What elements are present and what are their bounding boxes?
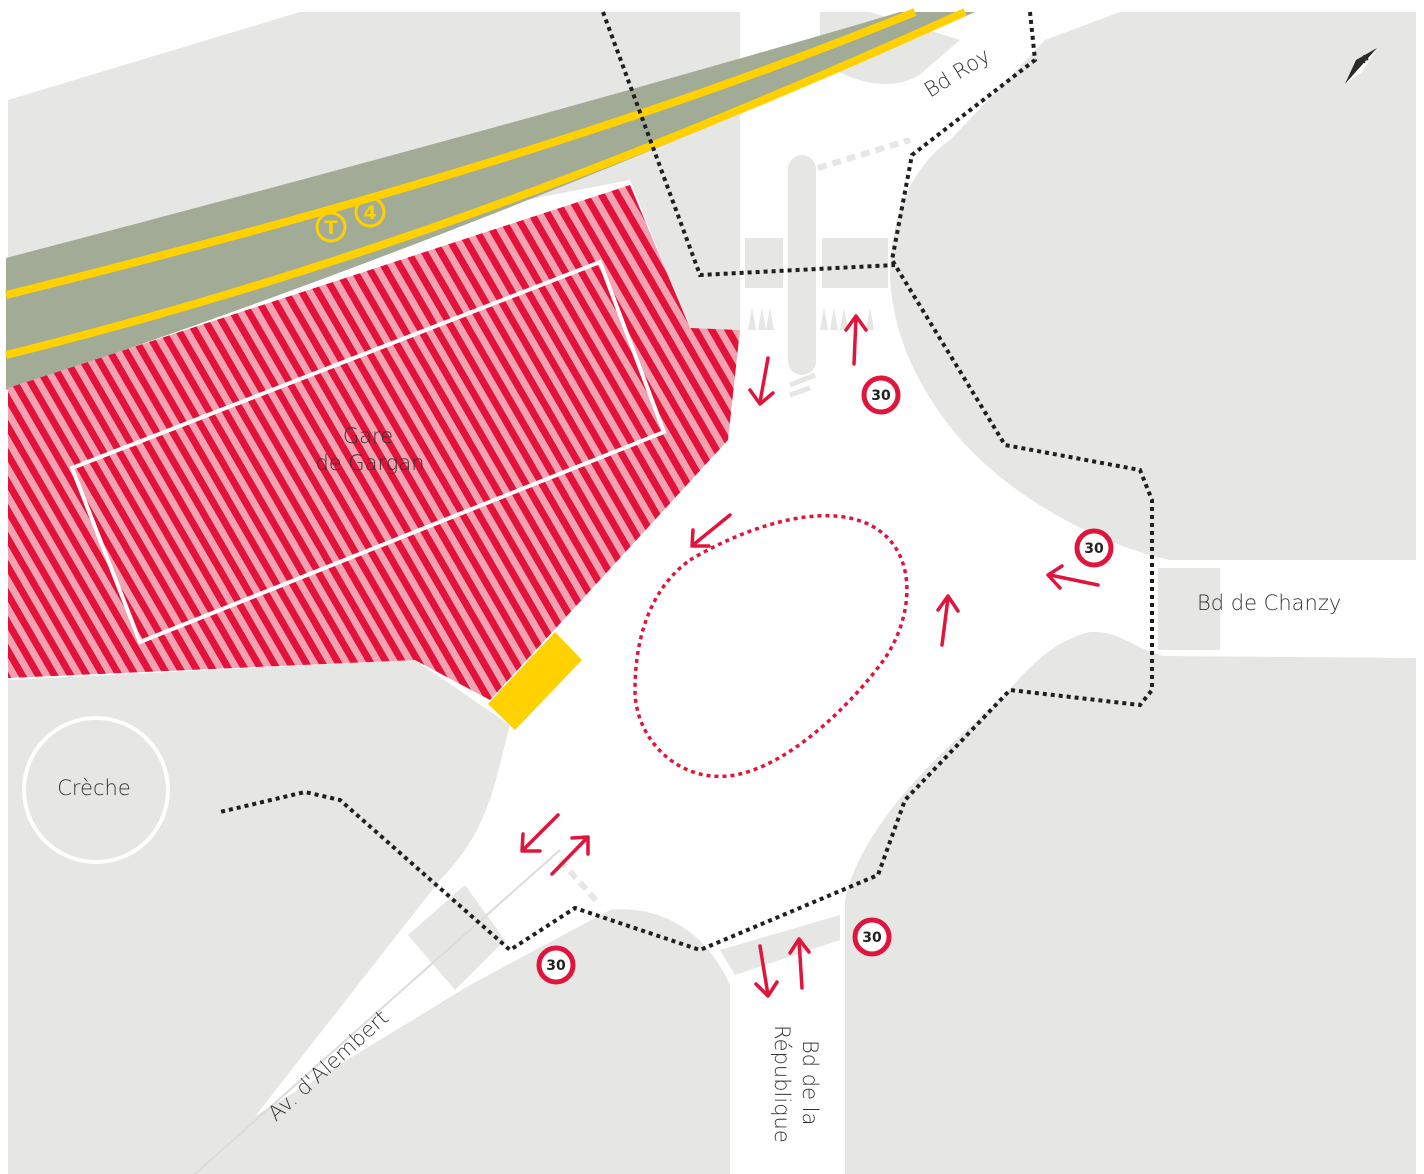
- arrow-left-icon: [690, 513, 732, 548]
- tram-number: 4: [363, 202, 376, 224]
- parking-block-right: [822, 238, 888, 288]
- station-label-line1: Gare: [343, 424, 393, 448]
- speed-limit-sign: 30: [852, 917, 892, 957]
- crossing-bottom-left: [557, 858, 603, 907]
- block-right: [845, 631, 1416, 1174]
- speed-limit-sign: 30: [1074, 528, 1114, 568]
- street-label-bd-republique-line1: Bd de la: [798, 1040, 822, 1125]
- centerline-alembert: [194, 849, 561, 1174]
- traffic-arrows: [520, 314, 1100, 998]
- arrow-down-icon: [748, 356, 775, 406]
- arrow-up-right-icon: [550, 835, 590, 876]
- parking-block-left: [745, 238, 783, 288]
- compass-icon: N: [1328, 36, 1392, 100]
- crossing-top: [817, 137, 911, 171]
- bollards: [748, 308, 874, 330]
- speed-limit-sign: 30: [861, 375, 901, 415]
- arrow-down-left-icon: [520, 813, 560, 853]
- block-bottom-mid: [160, 909, 730, 1174]
- speed-limit-value: 30: [862, 930, 882, 946]
- median-island: [788, 155, 816, 375]
- tram-track-lower: [5, 8, 967, 359]
- station-area: [8, 185, 740, 700]
- speed-limit-value: 30: [871, 388, 891, 404]
- tram-band: [6, 12, 975, 390]
- refuge-republique: [720, 915, 840, 975]
- tram-track-upper: [5, 8, 917, 299]
- speed-limit-value: 30: [546, 958, 566, 974]
- station-building-outline: [69, 259, 667, 645]
- arrow-up-icon: [844, 314, 868, 366]
- tram-line-badge: T 4: [315, 196, 386, 243]
- bus-stop-marker: [488, 632, 582, 730]
- median-hatch: [789, 352, 816, 398]
- creche-label: Crèche: [57, 776, 131, 800]
- speed-limit-value: 30: [1084, 541, 1104, 557]
- block-top-right: [890, 12, 1416, 560]
- refuge-alembert: [408, 885, 505, 990]
- refuge-right: [1158, 568, 1220, 650]
- street-label-bd-chanzy: Bd de Chanzy: [1197, 591, 1341, 615]
- roundabout-outline: [633, 513, 909, 779]
- arrow-left-icon: [1046, 564, 1100, 590]
- perimeter-boundary: [219, 11, 1154, 953]
- tram-letter: T: [325, 217, 338, 239]
- speed-limit-sign: 30: [536, 945, 576, 985]
- arrow-up-icon: [788, 937, 811, 990]
- arrow-down-icon: [754, 944, 779, 998]
- station-label-line2: de Gargan: [315, 451, 424, 475]
- arrow-up-icon: [936, 594, 960, 647]
- street-label-bd-republique-line2: République: [770, 1025, 794, 1143]
- creche-marker: Crèche: [22, 716, 170, 864]
